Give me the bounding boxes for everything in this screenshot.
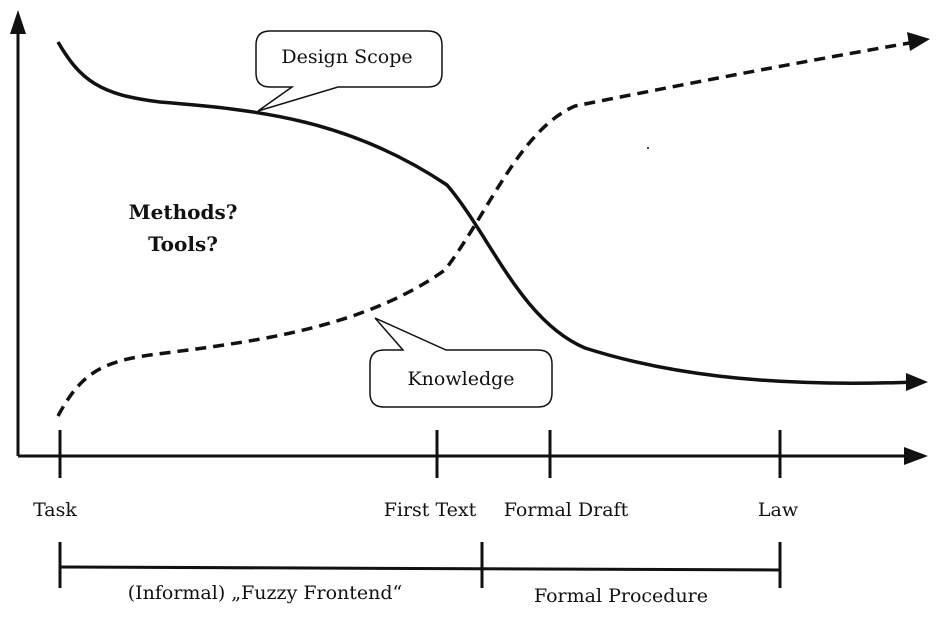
design-scope-label: Design Scope	[281, 46, 412, 68]
milestone-task: Task	[33, 499, 77, 521]
stray-dot	[647, 147, 649, 149]
tools-question: Tools?	[148, 232, 218, 256]
knowledge-label: Knowledge	[407, 368, 514, 390]
knowledge-arrowhead	[907, 32, 930, 51]
design-scope-curve	[56, 41, 916, 386]
y-axis-arrowhead	[10, 10, 26, 34]
knowledge-curve	[56, 40, 916, 417]
phase-bracket-line	[59, 565, 781, 572]
knowledge-callout	[369, 317, 553, 408]
phase-formal-procedure: Formal Procedure	[534, 585, 708, 607]
x-axis-arrowhead	[904, 447, 928, 465]
phase-fuzzy-frontend: (Informal) „Fuzzy Frontend“	[128, 582, 403, 604]
milestone-formal-draft: Formal Draft	[504, 499, 629, 521]
milestone-law: Law	[758, 499, 799, 521]
methods-question: Methods?	[129, 200, 238, 224]
design-scope-callout	[255, 30, 443, 112]
design-scope-arrowhead	[906, 373, 928, 391]
milestone-first-text: First Text	[384, 499, 477, 521]
